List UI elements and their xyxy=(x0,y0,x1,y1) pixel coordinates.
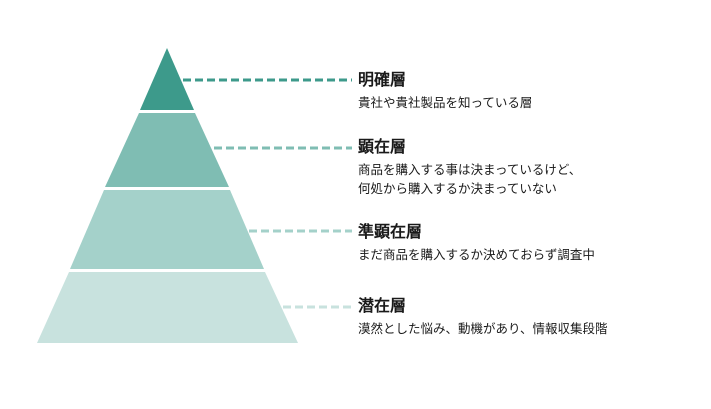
layer-label-3: 準顕在層 まだ商品を購入するか決めておらず調査中 xyxy=(358,222,703,264)
layer-title: 顕在層 xyxy=(358,137,407,156)
pyramid-layer-4-shape xyxy=(37,272,298,343)
layer-label-2: 顕在層 商品を購入する事は決まっているけど、 何処から購入するか決まっていない xyxy=(358,137,703,198)
layer-title: 準顕在層 xyxy=(358,222,423,241)
layer-title: 潜在層 xyxy=(358,296,407,315)
layer-label-4: 潜在層 漠然とした悩み、動機があり、情報収集段階 xyxy=(358,296,703,338)
layer-title: 明確層 xyxy=(358,70,407,89)
pyramid-layer-1-shape xyxy=(140,48,194,110)
layer-label-1: 明確層 貴社や貴社製品を知っている層 xyxy=(358,70,703,112)
layer-description-line: 漠然とした悩み、動機があり、情報収集段階 xyxy=(358,321,608,336)
layer-description-line: 貴社や貴社製品を知っている層 xyxy=(358,95,533,110)
pyramid-layer-3-shape xyxy=(70,190,264,269)
layer-description-line: まだ商品を購入するか決めておらず調査中 xyxy=(358,247,595,262)
layer-description-line: 商品を購入する事は決まっているけど、 xyxy=(358,162,582,177)
layer-description-line: 何処から購入するか決まっていない xyxy=(358,181,557,196)
pyramid-layer-2-shape xyxy=(105,113,229,187)
